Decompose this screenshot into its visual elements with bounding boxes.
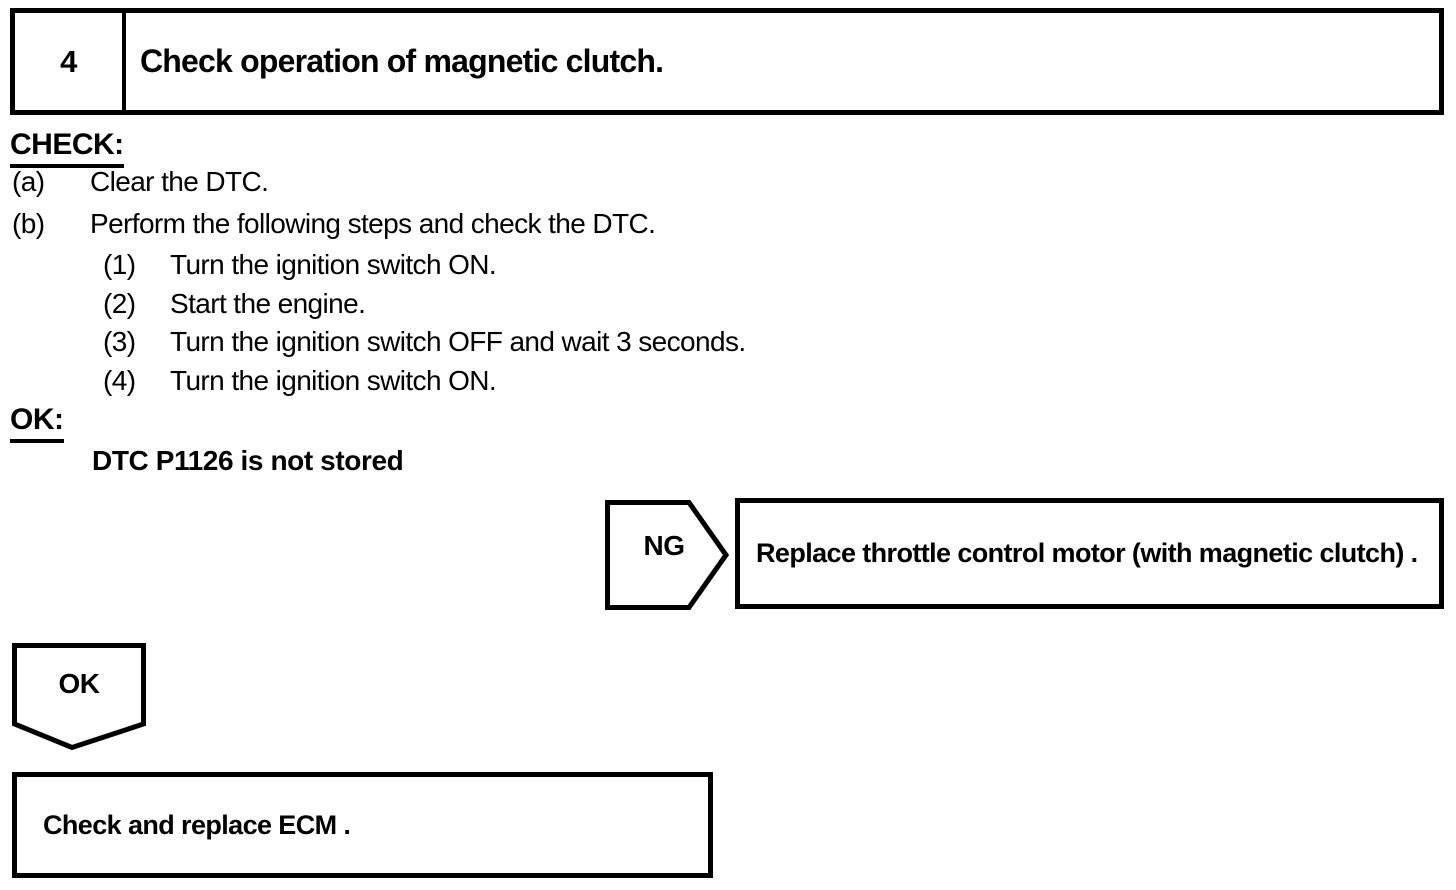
check-heading: CHECK:: [10, 130, 124, 168]
ok-action-text: Check and replace ECM .: [43, 809, 351, 840]
ng-connector-shape: [605, 500, 729, 610]
item-marker: (a): [12, 166, 45, 197]
check-item-b: (b) Perform the following steps and chec…: [12, 208, 656, 239]
substep-text: Turn the ignition switch ON.: [170, 365, 497, 396]
substep-text: Turn the ignition switch ON.: [170, 249, 497, 280]
ng-action-text: Replace throttle control motor (with mag…: [756, 538, 1418, 568]
ok-heading: OK:: [10, 405, 64, 443]
ok-connector-shape: [12, 643, 146, 750]
item-marker: (b): [12, 208, 45, 239]
check-item-a: (a) Clear the DTC.: [12, 166, 269, 197]
step-title: Check operation of magnetic clutch.: [140, 43, 664, 79]
substep-text: Start the engine.: [170, 288, 366, 319]
ng-connector-label: NG: [643, 530, 686, 561]
substep-marker: (4): [103, 365, 136, 396]
ng-arrow-icon: [605, 500, 729, 610]
check-substep-4: (4) Turn the ignition switch ON.: [103, 365, 497, 396]
ng-action-box: Replace throttle control motor (with mag…: [735, 498, 1444, 609]
substep-marker: (1): [103, 249, 136, 280]
step-header: 4 Check operation of magnetic clutch.: [10, 8, 1444, 115]
substep-marker: (3): [103, 326, 136, 357]
check-substep-1: (1) Turn the ignition switch ON.: [103, 249, 497, 280]
ok-action-box: Check and replace ECM .: [12, 772, 713, 878]
substep-text: Turn the ignition switch OFF and wait 3 …: [170, 326, 746, 357]
ok-connector-label: OK: [58, 668, 101, 699]
substep-marker: (2): [103, 288, 136, 319]
check-substep-2: (2) Start the engine.: [103, 288, 366, 319]
check-heading-text: CHECK:: [10, 130, 124, 168]
ok-arrow-icon: [12, 643, 146, 750]
ok-heading-text: OK:: [10, 405, 64, 443]
step-number: 4: [15, 13, 126, 110]
check-substep-3: (3) Turn the ignition switch OFF and wai…: [103, 326, 746, 357]
item-text: Perform the following steps and check th…: [90, 208, 656, 239]
ok-result: DTC P1126 is not stored: [92, 445, 404, 476]
item-text: Clear the DTC.: [90, 166, 269, 197]
